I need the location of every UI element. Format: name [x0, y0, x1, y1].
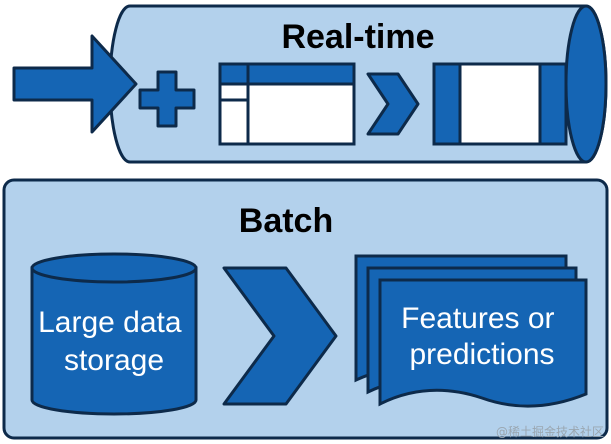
output-label-line-1: Features or — [401, 302, 554, 335]
output-label-line-2: predictions — [409, 338, 554, 371]
chevron-right-icon — [366, 72, 420, 136]
large-chevron-right-icon — [222, 266, 338, 406]
batch-section: Batch Large data storage Features or pre… — [2, 178, 609, 440]
realtime-tube-end — [564, 4, 608, 164]
output-label: Features or predictions — [401, 302, 563, 371]
batch-title: Batch — [239, 202, 333, 240]
watermark-text: @稀土掘金技术社区 — [496, 424, 604, 439]
realtime-title: Real-time — [281, 18, 434, 56]
database-cylinder-icon — [30, 252, 198, 416]
output-table-icon — [432, 62, 568, 146]
storage-label: Large data storage — [38, 306, 190, 377]
document-stack-icon — [354, 254, 588, 408]
storage-label-line-2: storage — [64, 344, 164, 377]
arrow-right-icon — [12, 34, 138, 134]
realtime-section: Real-time — [12, 4, 608, 164]
storage-label-line-1: Large data — [38, 306, 182, 339]
table-icon — [218, 62, 356, 146]
plus-icon — [138, 70, 196, 128]
